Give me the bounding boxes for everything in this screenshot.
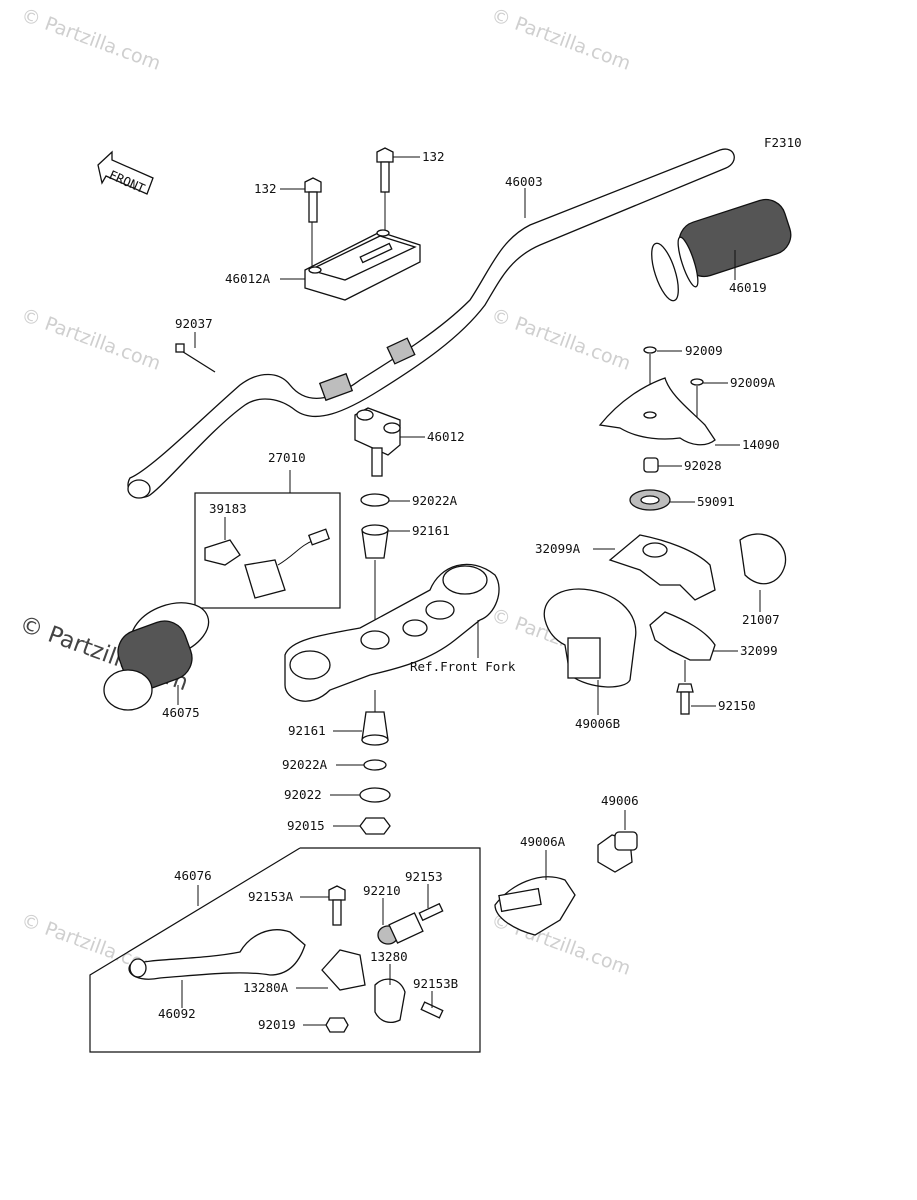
label-59091: 59091 (697, 494, 735, 509)
label-49006b: 49006B (575, 716, 620, 731)
grip-left (103, 602, 210, 711)
housing-32099a (608, 534, 716, 601)
bolt-92153a (328, 885, 346, 926)
label-46019: 46019 (729, 280, 767, 295)
label-92009: 92009 (685, 343, 723, 358)
label-92022a-bot: 92022A (282, 757, 328, 772)
label-92028: 92028 (684, 458, 722, 473)
clamp-13280 (374, 978, 406, 1023)
label-46003: 46003 (505, 174, 543, 189)
bolt-132-right (376, 147, 394, 193)
label-49006: 49006 (601, 793, 639, 808)
label-32099: 32099 (740, 643, 778, 658)
bolt-92150 (676, 683, 694, 715)
watermark: © Partzilla.com (488, 4, 633, 75)
label-92150: 92150 (718, 698, 756, 713)
watermark: © Partzilla.com (18, 304, 163, 375)
housing-32099 (649, 611, 716, 682)
watermark: © Partzilla.com (488, 304, 633, 375)
label-92019: 92019 (258, 1017, 296, 1032)
label-92015: 92015 (287, 818, 325, 833)
label-46092: 46092 (158, 1006, 196, 1021)
bolt-92153b (420, 1001, 444, 1019)
label-46012: 46012 (427, 429, 465, 444)
label-92153: 92153 (405, 869, 443, 884)
label-92022: 92022 (284, 787, 322, 802)
boot-49006a (494, 876, 576, 936)
adjuster-49006 (597, 831, 638, 873)
pulley-59091 (629, 489, 671, 511)
watermark: © Partzilla.com (18, 4, 163, 75)
label-39183: 39183 (209, 501, 247, 516)
cable-tie (175, 343, 216, 373)
label-27010: 27010 (268, 450, 306, 465)
leader-lines (177, 156, 761, 1026)
label-21007: 21007 (742, 612, 780, 627)
switch-assembly-box (194, 470, 341, 609)
label-32099a: 32099A (535, 541, 581, 556)
label-92022a-top: 92022A (412, 493, 458, 508)
label-49006a: 49006A (520, 834, 566, 849)
holder-46012 (354, 407, 401, 477)
reference-front-fork: Ref.Front Fork (410, 659, 516, 674)
bolt-92153 (418, 902, 444, 922)
label-92210: 92210 (363, 883, 401, 898)
cover-14090 (598, 377, 716, 446)
lever-assembly-box (89, 847, 481, 1053)
cable-49006b (543, 588, 637, 688)
label-46076: 46076 (174, 868, 212, 883)
upper-clamp (304, 168, 421, 301)
front-arrow-icon: FRONT (97, 150, 154, 196)
washer-92022a-bot (363, 759, 387, 771)
grip-right (651, 198, 792, 302)
label-132-left: 132 (254, 181, 277, 196)
collar-92028 (643, 457, 659, 473)
nut-92019 (325, 1017, 349, 1033)
label-92153a: 92153A (248, 889, 294, 904)
label-13280a: 13280A (243, 980, 289, 995)
adjuster-92210 (377, 912, 424, 945)
cushion-92161-top (361, 524, 389, 559)
label-132-top: 132 (422, 149, 445, 164)
label-14090: 14090 (742, 437, 780, 452)
bolt-132-left (304, 177, 322, 223)
label-92161-top: 92161 (412, 523, 450, 538)
washer-92022 (359, 787, 391, 803)
figure-code: F2310 (764, 135, 802, 150)
label-92153b: 92153B (413, 976, 458, 991)
cushion-92161-bot (361, 711, 389, 746)
label-46012a: 46012A (225, 271, 271, 286)
label-92009a: 92009A (730, 375, 776, 390)
label-46075: 46075 (162, 705, 200, 720)
part-labels: 132 132 46003 46012A 46019 92037 92009 9… (158, 149, 780, 1032)
steering-stem (284, 563, 500, 702)
label-13280: 13280 (370, 949, 408, 964)
nut-92015 (359, 817, 391, 835)
sleeve-21007 (739, 533, 787, 585)
label-92161-bot: 92161 (288, 723, 326, 738)
label-92037: 92037 (175, 316, 213, 331)
clamp-13280a (321, 949, 366, 991)
lever-46092 (128, 929, 306, 980)
handlebar (127, 148, 735, 499)
washer-92022a-top (360, 493, 390, 507)
